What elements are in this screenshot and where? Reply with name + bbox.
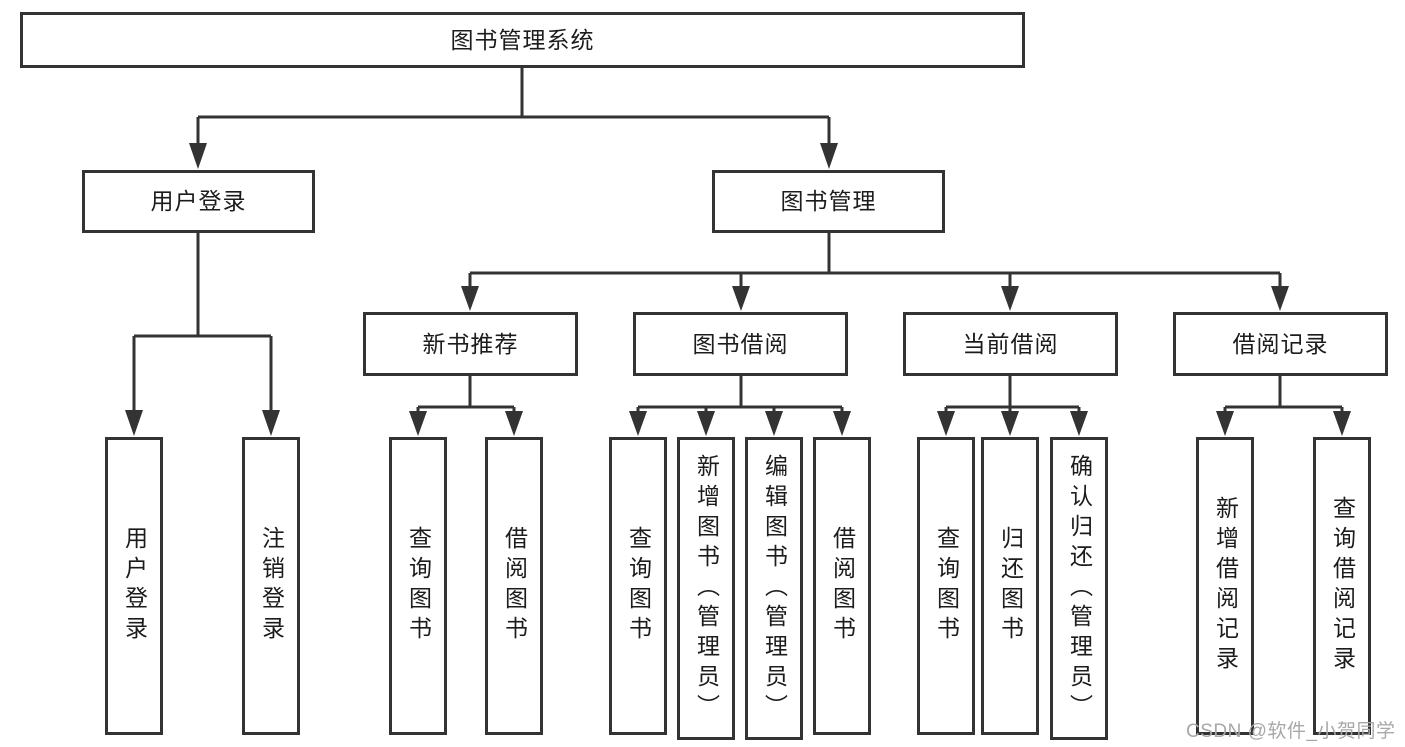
leaf-borrow-book: 借阅图书 [813, 437, 871, 735]
csdn-watermark: CSDN @软件_小贺同学 [1186, 721, 1396, 742]
leaf-logout: 注销登录 [242, 437, 300, 735]
node-book-management: 图书管理 [712, 170, 945, 233]
leaf-borrow-book-recommend: 借阅图书 [485, 437, 543, 735]
node-user-login: 用户登录 [82, 170, 315, 233]
node-book-borrow: 图书借阅 [633, 312, 848, 376]
node-root-system: 图书管理系统 [20, 12, 1025, 68]
leaf-user-login: 用户登录 [105, 437, 163, 735]
leaf-add-book-admin: 新增图书（管理员） [677, 437, 735, 740]
leaf-query-book-current: 查询图书 [917, 437, 975, 735]
node-new-book-recommend: 新书推荐 [363, 312, 578, 376]
leaf-confirm-return-admin: 确认归还（管理员） [1050, 437, 1108, 740]
arrowhead-icons [125, 143, 1351, 436]
leaf-add-borrow-record: 新增借阅记录 [1196, 437, 1254, 735]
node-borrow-records: 借阅记录 [1173, 312, 1388, 376]
leaf-query-book-borrow: 查询图书 [609, 437, 667, 735]
leaf-edit-book-admin: 编辑图书（管理员） [745, 437, 803, 740]
leaf-query-book-recommend: 查询图书 [389, 437, 447, 735]
leaf-query-borrow-record: 查询借阅记录 [1313, 437, 1371, 735]
leaf-return-book: 归还图书 [981, 437, 1039, 735]
node-current-borrow: 当前借阅 [903, 312, 1118, 376]
